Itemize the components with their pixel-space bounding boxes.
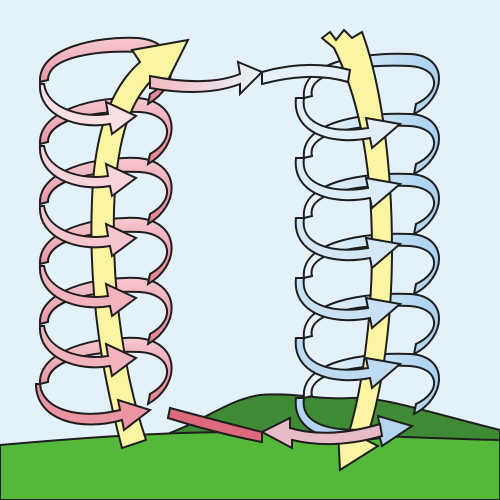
- lower-flow-arrow-tail: [166, 406, 263, 444]
- upper-flow-arrow: [149, 60, 264, 97]
- ground-shape: [0, 430, 500, 500]
- warm-rising-column: [34, 36, 190, 450]
- upper-flow-arrow-tail: [261, 63, 352, 86]
- cool-sinking-column: [294, 28, 440, 472]
- lower-flow-arrow: [259, 416, 384, 450]
- warm-coils-front: [34, 83, 153, 432]
- cool-coils-front: [294, 97, 415, 448]
